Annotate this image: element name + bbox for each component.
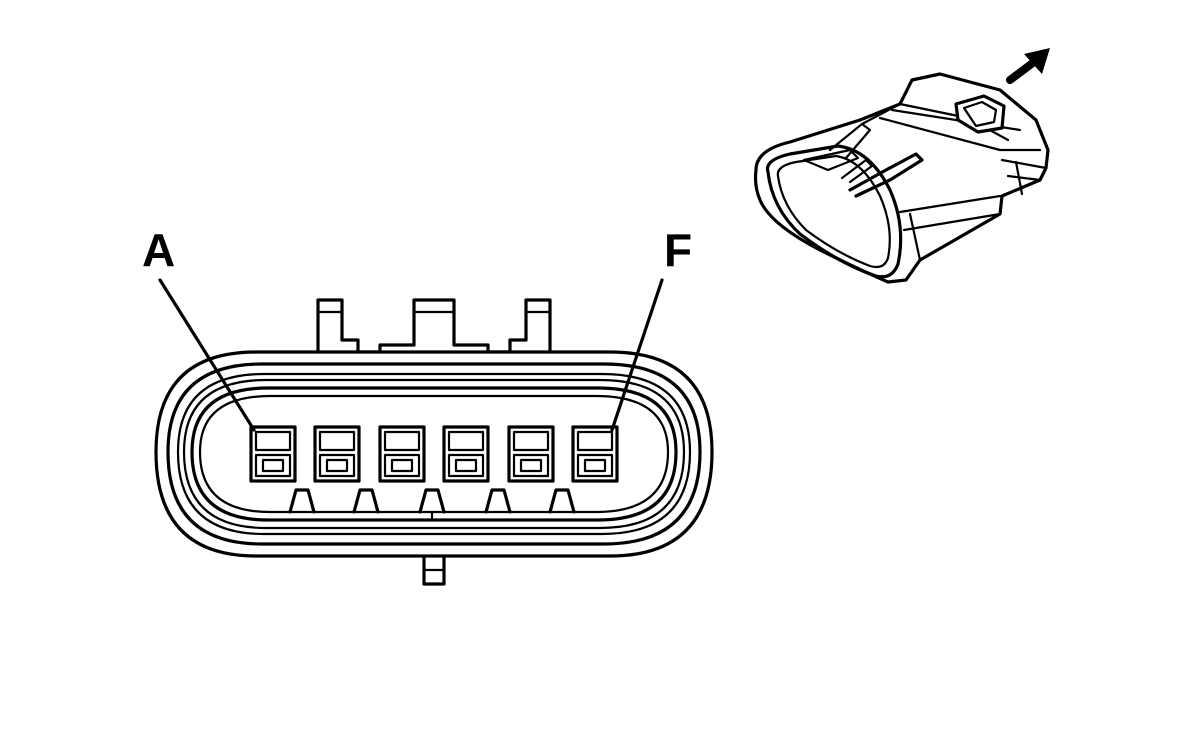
terminal-cavity <box>378 425 426 483</box>
terminal-cavity <box>249 425 297 483</box>
connector-cavity-inner <box>198 394 670 514</box>
leader-line-pin-a <box>158 278 256 432</box>
terminal-cavity <box>313 425 361 483</box>
terminal-cavity <box>507 425 555 483</box>
connector-face-view: A F <box>142 224 714 586</box>
connector-top-latch <box>316 298 552 362</box>
pin-label-a: A <box>142 224 175 276</box>
connector-bottom-ribs <box>288 488 576 522</box>
leader-line-pin-f <box>610 278 664 432</box>
connector-seal-ring-1 <box>166 362 702 546</box>
arrow-up-right-icon <box>1006 48 1050 84</box>
terminal-cavity <box>571 425 619 483</box>
connector-seal-ring-2 <box>176 372 692 536</box>
connector-isometric-view <box>753 72 1050 284</box>
connector-seal-ring-3 <box>182 378 686 530</box>
terminal-cavity <box>442 425 490 483</box>
pin-label-f: F <box>664 224 692 276</box>
terminal-cavities <box>249 425 619 483</box>
connector-cavity <box>190 386 678 522</box>
